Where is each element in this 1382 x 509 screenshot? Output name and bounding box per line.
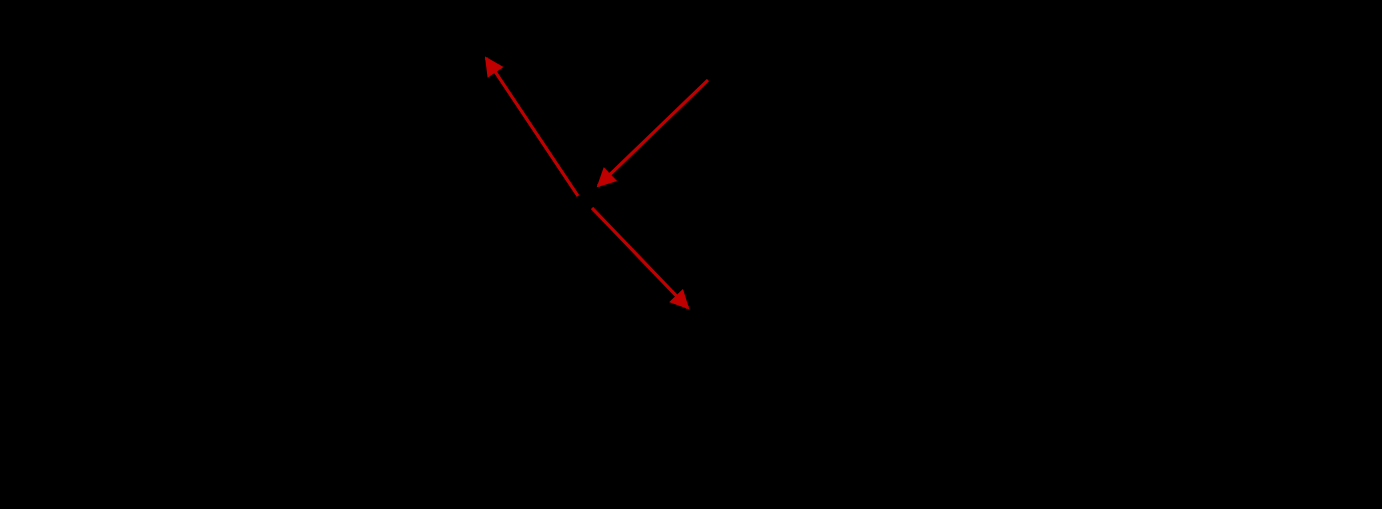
unit-vector-en-subscript: n [667,361,677,377]
cam-curve [467,160,809,419]
contact-point-label: P [573,144,595,174]
cam-curve-label: Kamkurva [847,115,986,144]
friction-force-vector [590,206,690,310]
normal-force-vector [484,56,580,197]
friction-force-subscript: f [685,260,695,276]
normal-force-label: N [513,57,539,87]
origin-point-inner [779,407,783,411]
cam-curve-leader [785,135,843,167]
roller-inner-circle [570,187,590,207]
unit-vector-etheta-subscript: θ [745,475,755,491]
friction-force-label: F [667,239,688,269]
angle-label: θ [784,281,802,311]
unit-vector-et [500,203,587,258]
unit-vector-er [478,96,575,185]
contact-point [578,195,584,201]
radial-line [421,29,784,411]
unit-vector-en [659,299,702,374]
tangent-line [399,79,783,319]
drive-force-label: D [625,103,649,133]
unit-vector-etheta-label: e [730,455,747,485]
angle-arc-tick [715,337,725,347]
unit-vector-er-subscript: r [467,140,476,156]
roller-outer-circle [558,175,600,217]
unit-vector-et-label: e [474,215,491,245]
unit-vector-etheta [706,412,780,476]
unit-vector-er-label: e [452,120,469,150]
unit-vector-en-label: e [652,341,669,371]
origin-label: O [766,422,789,452]
unit-vector-et-subscript: t [489,235,496,251]
drive-force-vector [596,78,710,188]
angle-arc [721,316,873,410]
